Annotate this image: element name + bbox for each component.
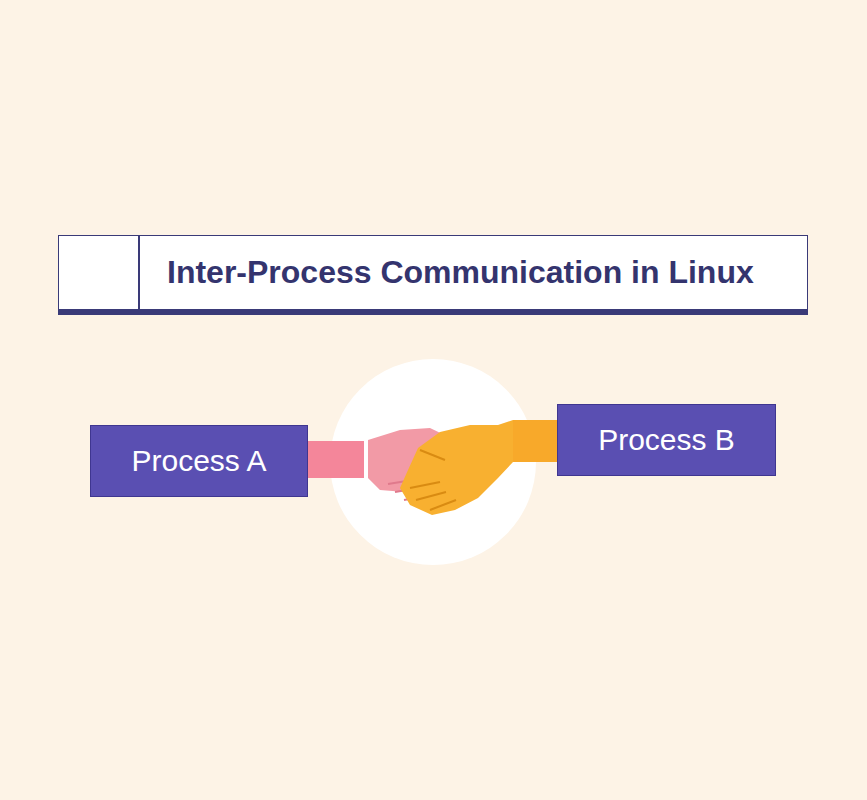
pink-sleeve	[306, 441, 364, 478]
process-label: Process A	[131, 444, 266, 478]
icon-divider	[138, 236, 140, 309]
title-box: Inter-Process Communication in Linux	[58, 235, 808, 315]
yellow-sleeve	[513, 420, 559, 462]
process-label: Process B	[598, 423, 735, 457]
process-box: Process A	[90, 425, 308, 497]
yellow-hand	[400, 420, 513, 515]
title-text: Inter-Process Communication in Linux	[167, 236, 754, 309]
process-box: Process B	[557, 404, 776, 476]
